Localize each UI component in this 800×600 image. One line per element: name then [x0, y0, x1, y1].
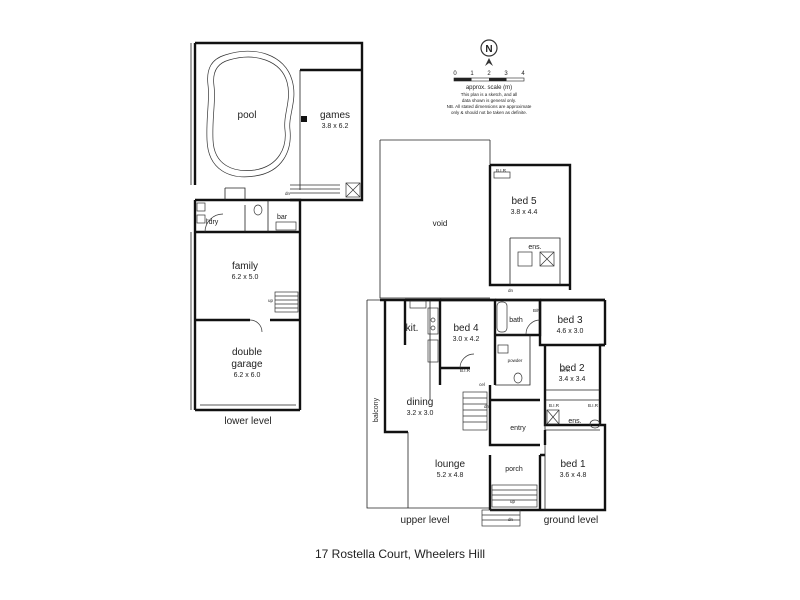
room-balcony-name: balcony	[373, 397, 380, 422]
lower-level-plan	[190, 41, 364, 412]
bir-label-bed4: B.I.R	[460, 368, 471, 373]
scale-note-line-1: This plan is a sketch, and all	[461, 92, 518, 97]
level-labels: lower level upper level ground level	[224, 416, 598, 526]
room-cellar-name: cel	[479, 382, 485, 387]
room-bed5-dims: 3.8 x 4.4	[511, 209, 538, 216]
stair-up-family: up	[268, 298, 274, 303]
scale-note-line-3: NB. All stated dimensions are approximat…	[447, 104, 532, 109]
room-bed3-dims: 4.6 x 3.0	[557, 328, 584, 335]
room-games-name: games	[320, 110, 350, 121]
level-upper-label: upper level	[401, 515, 450, 526]
room-bed2-name: bed 2	[559, 363, 584, 374]
stair-dn-games: dn	[285, 191, 291, 196]
room-lounge-name: lounge	[435, 459, 465, 470]
room-entry-name: entry	[510, 425, 526, 432]
scale-note-line-4: only & should not be taken as definite.	[451, 110, 527, 115]
scale-tick-2: 2	[487, 71, 491, 77]
room-ens-lower-name: ens.	[568, 418, 581, 425]
scale-bar: 0 1 2 3 4 approx. scale (m) This plan is…	[447, 71, 532, 115]
room-garage-name-line1: double	[232, 347, 262, 358]
bir-label-bed1b: B.I.R	[588, 403, 599, 408]
room-void-name: void	[433, 219, 448, 228]
room-dining-name: dining	[407, 397, 434, 408]
room-pool-name: pool	[238, 110, 257, 121]
compass: N	[480, 39, 498, 66]
pool-shape	[206, 50, 295, 178]
room-family-dims: 6.2 x 5.0	[232, 274, 259, 281]
scale-tick-1: 1	[470, 71, 474, 77]
room-ens-upper-name: ens.	[528, 244, 541, 251]
level-ground-label: ground level	[544, 515, 598, 526]
room-bed2-dims: 3.4 x 3.4	[559, 376, 586, 383]
room-labels: pool games 3.8 x 6.2 l'dry bar family 6.…	[206, 110, 599, 522]
stair-up-porch: up	[510, 499, 516, 504]
scale-caption: approx. scale (m)	[466, 85, 512, 91]
property-address: 17 Rostella Court, Wheelers Hill	[314, 547, 486, 561]
scale-note-line-2: data shown is general only.	[462, 98, 516, 103]
room-lounge-dims: 5.2 x 4.8	[437, 472, 464, 479]
room-bed1-name: bed 1	[560, 459, 585, 470]
br-label-bed3: B/R	[533, 308, 541, 313]
room-games-dims: 3.8 x 6.2	[322, 123, 349, 130]
room-bed5-name: bed 5	[511, 196, 536, 207]
scale-tick-3: 3	[504, 71, 508, 77]
room-bed1-dims: 3.6 x 4.8	[560, 472, 587, 479]
room-family-name: family	[232, 261, 258, 272]
room-bed4-name: bed 4	[453, 323, 478, 334]
upper-ground-level-plan	[366, 139, 607, 527]
room-bar-name: bar	[277, 214, 288, 221]
stair-dn-entry: dn	[484, 404, 490, 409]
games-fixture	[301, 116, 307, 122]
room-laundry-name: l'dry	[206, 219, 219, 226]
stair-dn-void: dn	[508, 288, 514, 293]
room-powder-name: powder	[508, 358, 523, 363]
bir-label-bed2: B.I.R	[560, 368, 571, 373]
compass-north-label: N	[485, 44, 492, 55]
scale-tick-4: 4	[521, 71, 525, 77]
stair-dn-ground: dn	[508, 517, 514, 522]
room-porch-name: porch	[505, 466, 523, 473]
room-garage-name-line2: garage	[231, 359, 263, 370]
room-bed4-dims: 3.0 x 4.2	[453, 336, 480, 343]
room-bed3-name: bed 3	[557, 315, 582, 326]
bir-label-bed5: B.I.R	[496, 168, 507, 173]
room-bath-name: bath	[509, 317, 523, 324]
room-garage-dims: 6.2 x 6.0	[234, 372, 261, 379]
level-lower-label: lower level	[224, 416, 271, 427]
bir-label-bed1a: B.I.R	[549, 403, 560, 408]
room-kitchen-name: kit.	[406, 323, 419, 334]
scale-tick-0: 0	[453, 71, 457, 77]
room-dining-dims: 3.2 x 3.0	[407, 410, 434, 417]
